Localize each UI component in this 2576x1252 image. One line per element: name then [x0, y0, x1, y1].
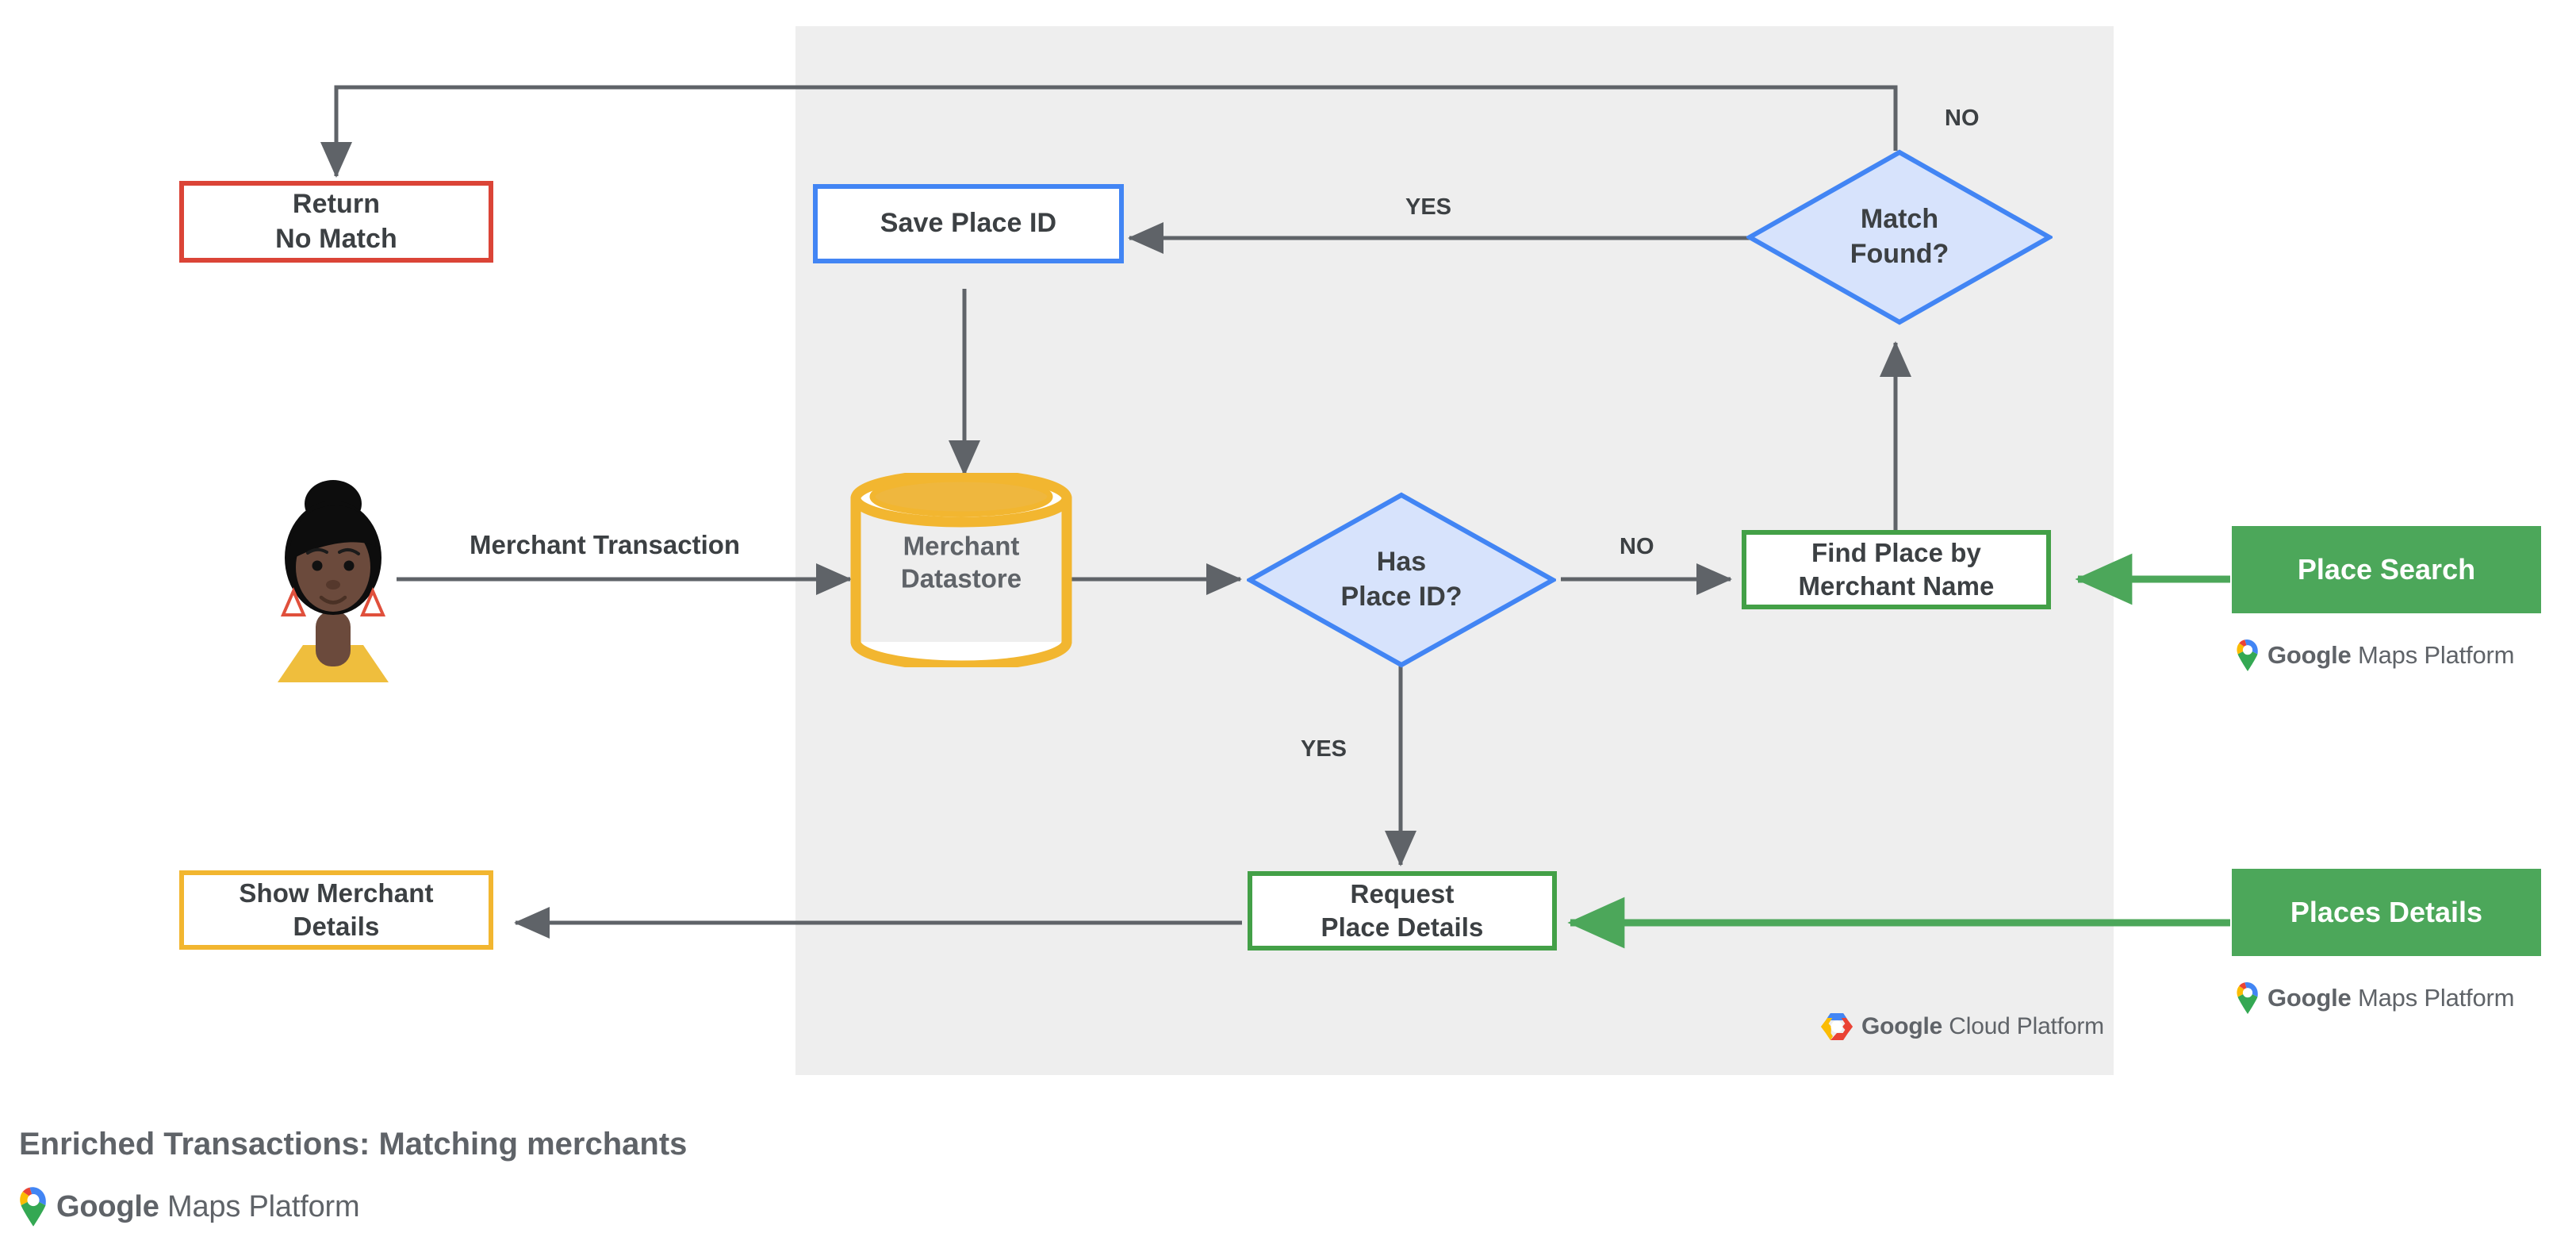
- has-place-id-shape: [1247, 492, 1556, 668]
- edge-label-has-place-id-no: NO: [1620, 534, 1654, 559]
- node-find-place-by-merchant-name[interactable]: Find Place by Merchant Name: [1742, 530, 2051, 609]
- match-found-shape: [1746, 149, 2053, 325]
- place-search-google-maps-platform-logo: Google Maps Platform: [2235, 639, 2514, 672]
- edge-label-has-place-id-yes: YES: [1301, 736, 1347, 762]
- node-request-place-details[interactable]: Request Place Details: [1248, 871, 1557, 951]
- node-save-place-id[interactable]: Save Place ID: [813, 184, 1124, 263]
- place-search-logo-maps-platform: Maps Platform: [2358, 641, 2515, 669]
- gcp-logo-text: Google Cloud Platform: [1861, 1013, 2104, 1040]
- footer-logo-text: Google Maps Platform: [56, 1189, 360, 1224]
- places-details-logo-maps-platform: Maps Platform: [2358, 984, 2515, 1012]
- edge-label-merchant-transaction: Merchant Transaction: [470, 530, 741, 559]
- places-details-logo-google: Google: [2267, 984, 2352, 1012]
- node-find-place-by-merchant-name-label: Find Place by Merchant Name: [1798, 537, 1995, 601]
- gcp-hexagon-icon: [1821, 1013, 1853, 1040]
- node-merchant-datastore[interactable]: Merchant Datastore: [850, 473, 1072, 667]
- node-has-place-id-label: Has Place ID?: [1340, 547, 1462, 612]
- diagram-caption: Enriched Transactions: Matching merchant…: [19, 1127, 688, 1162]
- node-merchant-datastore-label: Merchant Datastore: [900, 531, 1022, 593]
- merchant-customer-avatar: [262, 464, 404, 682]
- edge-label-match-found-no: NO: [1945, 106, 1980, 131]
- node-return-no-match[interactable]: Return No Match: [179, 181, 493, 263]
- chip-place-search[interactable]: Place Search: [2232, 526, 2541, 613]
- footer-google-maps-platform-logo: Google Maps Platform: [17, 1186, 360, 1227]
- node-match-found-label: Match Found?: [1850, 204, 1949, 269]
- edge-label-match-found-yes: YES: [1405, 194, 1452, 220]
- node-show-merchant-details[interactable]: Show Merchant Details: [179, 870, 493, 950]
- node-has-place-id[interactable]: Has Place ID?: [1247, 492, 1556, 668]
- node-show-merchant-details-label: Show Merchant Details: [239, 878, 434, 941]
- maps-pin-icon: [2237, 982, 2258, 1014]
- footer-logo-google: Google: [56, 1189, 159, 1223]
- node-save-place-id-label: Save Place ID: [880, 208, 1057, 239]
- place-search-logo-text: Google Maps Platform: [2267, 641, 2514, 670]
- node-match-found[interactable]: Match Found?: [1746, 149, 2053, 325]
- datastore-cylinder-shape: [850, 473, 1072, 667]
- places-details-logo-text: Google Maps Platform: [2267, 984, 2514, 1012]
- places-details-google-maps-platform-logo: Google Maps Platform: [2235, 981, 2514, 1015]
- google-cloud-platform-logo: Google Cloud Platform: [1820, 1012, 2104, 1042]
- chip-places-details-label: Places Details: [2290, 896, 2483, 928]
- chip-places-details[interactable]: Places Details: [2232, 869, 2541, 956]
- node-return-no-match-label: Return No Match: [275, 188, 397, 254]
- chip-place-search-label: Place Search: [2297, 553, 2476, 586]
- place-search-logo-google: Google: [2267, 641, 2352, 669]
- node-request-place-details-label: Request Place Details: [1321, 878, 1484, 942]
- gcp-logo-cloud-platform: Cloud Platform: [1949, 1013, 2104, 1039]
- footer-logo-maps-platform: Maps Platform: [167, 1189, 360, 1223]
- gcp-logo-google: Google: [1861, 1013, 1943, 1039]
- maps-pin-icon: [2237, 639, 2258, 671]
- avatar-illustration: [278, 480, 389, 682]
- maps-pin-icon: [20, 1187, 46, 1227]
